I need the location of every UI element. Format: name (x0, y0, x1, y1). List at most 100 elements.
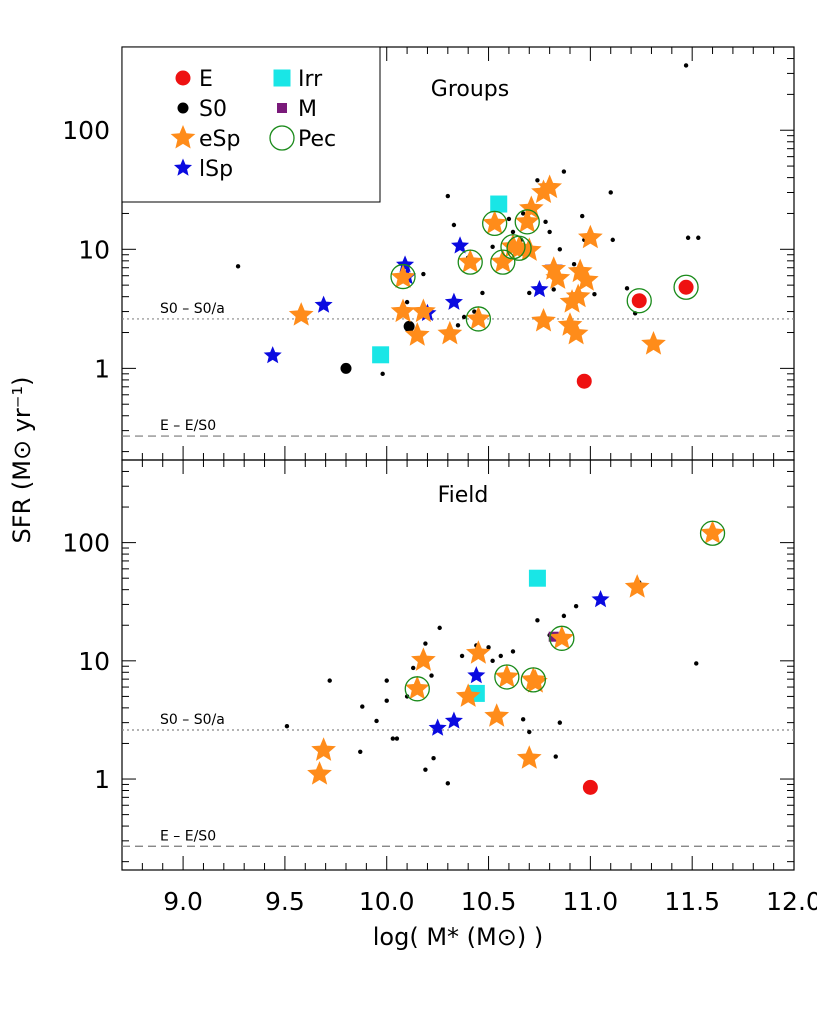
field-s0-small-point (411, 665, 416, 671)
x-tick-label: 10.0 (359, 887, 415, 916)
legend-label-s0: S0 (199, 97, 227, 122)
groups-pec-point (506, 235, 532, 261)
groups-s0-small-point (490, 244, 495, 249)
groups-esp-point (518, 195, 544, 220)
groups-s0-small-point (551, 287, 556, 292)
groups-esp-point (437, 320, 463, 345)
field-s0-small-point (498, 653, 503, 659)
legend-label-e: E (199, 67, 213, 92)
x-tick-label: 9.0 (163, 887, 203, 916)
groups-irr-point (372, 346, 390, 364)
groups-reference-label: E – E/S0 (160, 418, 216, 434)
field-reference-label: S0 – S0/a (160, 712, 225, 728)
field-s0-small-point (437, 625, 442, 631)
groups-s0-small-point (404, 299, 410, 305)
groups-e-point (631, 293, 647, 309)
groups-esp-point (390, 298, 416, 323)
groups-s0-point (340, 362, 352, 374)
groups-s0-small-point (592, 291, 597, 297)
x-tick-label: 10.5 (461, 887, 517, 916)
field-pec-point (520, 667, 546, 693)
legend-label-lsp: lSp (199, 157, 233, 182)
field-panel-frame (121, 459, 795, 871)
groups-e-point (678, 279, 694, 295)
x-axis-label: log( M* (M⊙) ) (373, 923, 543, 951)
groups-esp-point (457, 249, 483, 273)
legend-label-pec: Pec (298, 127, 336, 152)
groups-e-point (576, 373, 592, 389)
field-esp-point (311, 737, 336, 761)
field-s0-small-point (429, 673, 434, 678)
field-esp-point (484, 703, 510, 727)
groups-s0-small-point (445, 193, 451, 199)
y-axis-label: SFR (M⊙ yr⁻¹) (8, 377, 36, 544)
groups-esp-point (531, 307, 556, 332)
groups-pec-point (465, 306, 492, 332)
field-s0-small-point (423, 641, 428, 646)
groups-esp-point (545, 265, 571, 289)
legend-box (121, 46, 381, 203)
groups-esp-point (516, 237, 542, 261)
field-e-point (582, 779, 598, 795)
groups-s0-small-point (535, 178, 540, 183)
groups-lsp-point (451, 236, 470, 254)
field-y-tick-label: 10 (78, 647, 110, 676)
groups-lsp-point (396, 255, 415, 273)
field-s0-small-point (284, 723, 290, 729)
groups-esp-point (563, 320, 589, 345)
groups-s0-small-point (561, 169, 567, 174)
field-lsp-point (428, 718, 447, 736)
field-esp-point (494, 663, 520, 688)
groups-pec-point (490, 249, 516, 275)
legend-marker-esp (170, 125, 196, 149)
groups-y-tick-label: 10 (78, 235, 110, 264)
field-s0-small-point (510, 649, 516, 654)
field-s0-small-point (459, 653, 465, 659)
field-pec-point (699, 520, 726, 546)
groups-esp-point (531, 179, 556, 203)
field-s0-small-point (535, 618, 540, 623)
groups-pec-point (482, 210, 508, 237)
field-esp-point (404, 675, 430, 700)
groups-panel-title: Groups (431, 77, 509, 102)
groups-s0-small-point (506, 216, 512, 222)
field-s0-small-point (431, 756, 436, 761)
field-esp-point (549, 625, 575, 649)
legend-marker-lsp (173, 158, 193, 176)
field-pec-point (404, 676, 430, 702)
field-s0-small-point (374, 718, 379, 724)
field-s0-small-point (694, 661, 699, 666)
field-esp-point (466, 640, 491, 664)
field-lsp-point (591, 590, 610, 608)
groups-s0-small-point (421, 271, 426, 277)
groups-s0-small-point (380, 371, 385, 377)
field-s0-small-point (557, 720, 563, 725)
field-s0-small-point (384, 678, 389, 683)
groups-reference-label: S0 – S0/a (160, 301, 225, 317)
groups-esp-point (565, 283, 591, 308)
groups-s0-small-point (510, 229, 516, 235)
legend-marker-pec (269, 125, 295, 151)
field-lsp-point (444, 711, 463, 729)
field-s0-small-point (490, 658, 495, 664)
groups-s0-small-point (696, 235, 701, 240)
legend-marker-e (175, 70, 191, 86)
groups-pec-point (457, 249, 483, 275)
groups-lsp-point (444, 292, 463, 310)
field-lsp-point (467, 666, 486, 684)
field-s0-small-point (486, 645, 491, 650)
field-esp-point (523, 669, 548, 693)
groups-esp-point (390, 264, 416, 288)
groups-esp-point (537, 174, 562, 199)
groups-s0-point (403, 320, 415, 332)
x-tick-label: 9.5 (265, 887, 305, 916)
groups-esp-point (404, 322, 430, 346)
groups-esp-point (490, 249, 516, 273)
groups-s0-small-point (527, 290, 532, 296)
groups-esp-point (411, 298, 436, 323)
groups-esp-point (288, 302, 314, 326)
field-s0-small-point (394, 736, 400, 741)
groups-esp-point (514, 208, 540, 233)
legend-label-esp: eSp (199, 127, 240, 152)
